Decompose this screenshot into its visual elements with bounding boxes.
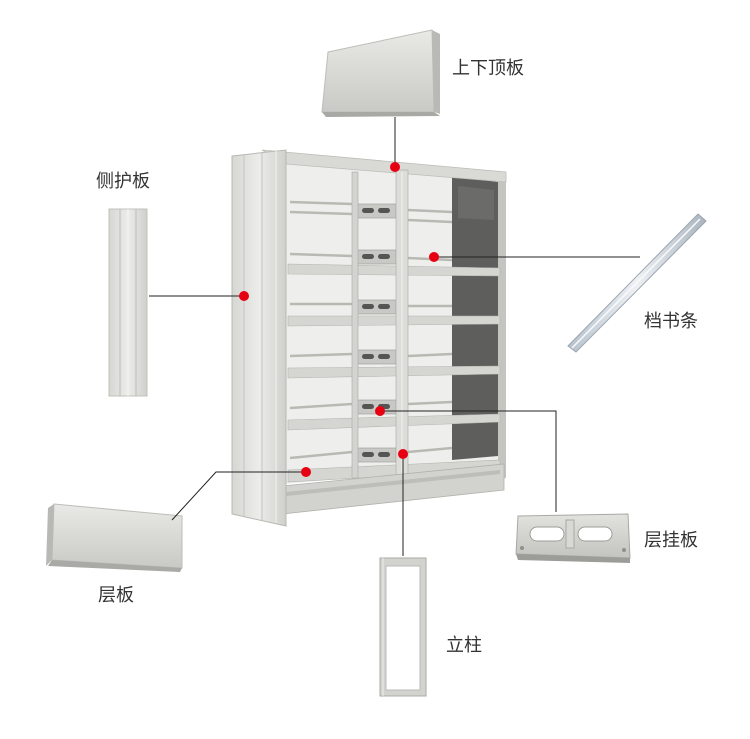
marker-shelf-board (301, 467, 311, 477)
label-upright-post: 立柱 (446, 637, 482, 655)
marker-hanging-plate (375, 406, 385, 416)
top-board-part (322, 30, 440, 117)
side-panel-part (109, 209, 147, 396)
shelf-board-part (46, 504, 182, 572)
marker-side-panel (239, 291, 249, 301)
marker-top-board (390, 162, 400, 172)
marker-book-stop-bar (429, 252, 439, 262)
label-top-bottom-board: 上下顶板 (452, 60, 524, 78)
assembled-bookshelf (232, 150, 506, 526)
marker-upright-post (398, 449, 408, 459)
shelf-hanging-plate-part (516, 514, 630, 563)
label-book-stop-bar: 档书条 (644, 313, 698, 331)
label-shelf-hanging-plate: 层挂板 (644, 532, 698, 550)
label-shelf-board: 层板 (98, 587, 134, 605)
upright-post-part (380, 558, 426, 696)
label-side-panel: 侧护板 (96, 173, 150, 191)
